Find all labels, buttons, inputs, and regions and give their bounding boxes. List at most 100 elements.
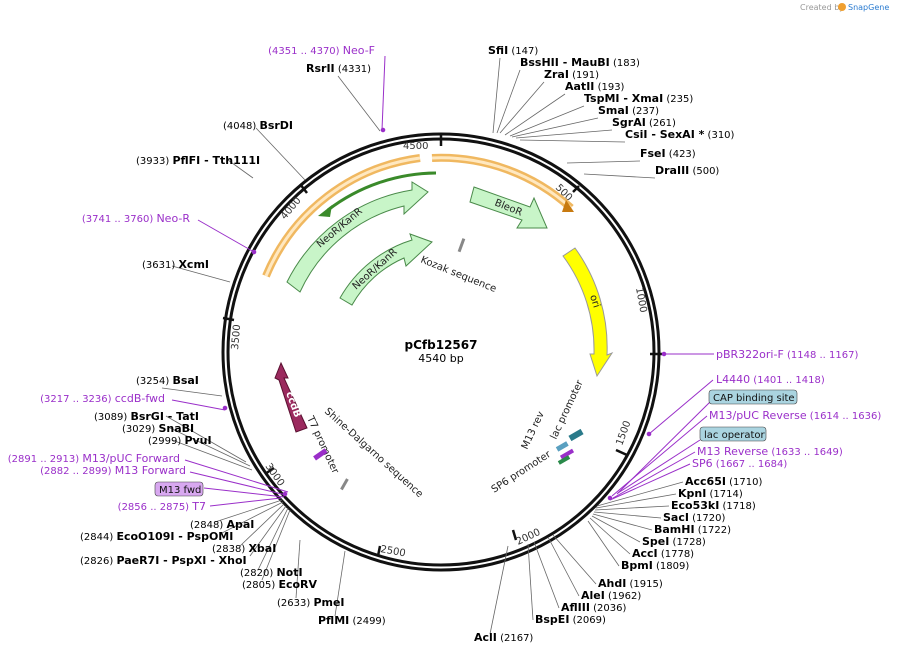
site-acli[interactable]: AclI (2167) xyxy=(474,631,533,644)
neor-outer-feature[interactable] xyxy=(286,181,429,293)
primer-site-mark xyxy=(222,405,228,411)
site-kpni[interactable]: KpnI (1714) xyxy=(678,487,743,500)
site-bpmi[interactable]: BpmI (1809) xyxy=(621,559,689,572)
site-position: (1710) xyxy=(726,477,763,488)
site-alias: - PspOMI xyxy=(174,530,233,543)
site-rsrii[interactable]: RsrII (4331) xyxy=(306,62,371,75)
primer-label: M13 Reverse (1633 .. 1649) xyxy=(697,445,843,458)
primer-m13-forward[interactable]: (2882 .. 2899) M13 Forward xyxy=(40,464,186,477)
site-position: (1915) xyxy=(626,579,663,590)
site-pflmi[interactable]: PflMI (2499) xyxy=(318,614,386,627)
primer-label: (2891 .. 2913) M13/pUC Forward xyxy=(8,452,180,465)
site-snabi[interactable]: (3029) SnaBI xyxy=(122,422,194,435)
leader-line xyxy=(257,507,289,571)
site-paer7i[interactable]: (2826) PaeR7I - PspXI - XhoI xyxy=(80,554,247,567)
site-spei[interactable]: SpeI (1728) xyxy=(642,535,706,548)
site-position: (3029) xyxy=(122,424,158,435)
site-name: AccI xyxy=(632,547,658,560)
site-name: Acc65I xyxy=(685,475,726,488)
primer-leader xyxy=(381,55,386,131)
primer-site-mark xyxy=(646,431,652,437)
site-position: (2069) xyxy=(569,615,606,626)
primer-m13-reverse[interactable]: M13 Reverse (1633 .. 1649) xyxy=(697,445,843,458)
site-pflfi[interactable]: (3933) PflFI - Tth111I xyxy=(136,154,260,167)
primer-ccdb-fwd[interactable]: (3217 .. 3236) ccdB-fwd xyxy=(40,392,165,405)
site-bsai[interactable]: (3254) BsaI xyxy=(136,374,199,387)
primer-lac-operator[interactable]: lac operator xyxy=(699,426,767,442)
site-pmei[interactable]: (2633) PmeI xyxy=(277,596,345,609)
primer-m13-puc-reverse[interactable]: M13/pUC Reverse (1614 .. 1636) xyxy=(709,409,881,422)
site-bspei[interactable]: BspEI (2069) xyxy=(535,613,606,626)
site-label: (3089) BsrGI - TatI xyxy=(94,410,199,423)
site-pvui[interactable]: (2999) PvuI xyxy=(148,434,212,447)
site-fsei[interactable]: FseI (423) xyxy=(640,147,696,160)
site-bsrdi[interactable]: (4048) BsrDI xyxy=(223,119,293,132)
primer-leader xyxy=(197,219,255,253)
primer-sp6[interactable]: SP6 (1667 .. 1684) xyxy=(692,457,787,470)
primer-name: M13/pUC Forward xyxy=(82,452,180,465)
site-aatii[interactable]: AatII (193) xyxy=(565,80,625,93)
site-name: RsrII xyxy=(306,62,335,75)
site-position: (1714) xyxy=(706,489,743,500)
site-ecoo109i[interactable]: (2844) EcoO109I - PspOMI xyxy=(80,530,233,543)
site-label: (2805) EcoRV xyxy=(242,578,317,591)
primer-l4440[interactable]: L4440 (1401 .. 1418) xyxy=(716,373,825,386)
primer-t7[interactable]: (2856 .. 2875) T7 xyxy=(118,500,206,513)
site-noti[interactable]: (2820) NotI xyxy=(240,566,303,579)
primer-pbr322ori-f[interactable]: pBR322ori-F (1148 .. 1167) xyxy=(716,348,858,361)
site-csii[interactable]: CsiI - SexAI * (310) xyxy=(625,128,735,141)
site-position: (191) xyxy=(569,70,599,81)
site-acci[interactable]: AccI (1778) xyxy=(632,547,694,560)
site-bsrgi[interactable]: (3089) BsrGI - TatI xyxy=(94,410,199,423)
site-draiii[interactable]: DraIII (500) xyxy=(655,164,719,177)
site-ecorv[interactable]: (2805) EcoRV xyxy=(242,578,317,591)
site-position: (1809) xyxy=(653,561,690,572)
site-sfii[interactable]: SfiI (147) xyxy=(488,44,538,57)
primer-m13-puc-forward[interactable]: (2891 .. 2913) M13/pUC Forward xyxy=(8,452,180,465)
site-bsshii[interactable]: BssHII - MauBI (183) xyxy=(520,56,640,69)
site-zrai[interactable]: ZraI (191) xyxy=(544,68,599,81)
ccdb-feature[interactable] xyxy=(274,361,308,433)
site-name: SmaI xyxy=(598,104,629,117)
tick-marks xyxy=(222,134,662,557)
site-afliii[interactable]: AflIII (2036) xyxy=(561,601,626,614)
site-apai[interactable]: (2848) ApaI xyxy=(190,518,254,531)
site-label: TspMI - XmaI (235) xyxy=(584,92,693,105)
sp6-mark xyxy=(557,455,571,465)
site-tspmi[interactable]: TspMI - XmaI (235) xyxy=(584,92,693,105)
leader-line xyxy=(533,541,560,609)
feature-box-label: CAP binding site xyxy=(713,393,795,404)
brand-name: SnapGene xyxy=(848,3,889,12)
site-saci[interactable]: SacI (1720) xyxy=(663,511,725,524)
plasmid-name: pCfb12567 xyxy=(405,338,478,352)
site-xbai[interactable]: (2838) XbaI xyxy=(212,542,276,555)
site-sgrai[interactable]: SgrAI (261) xyxy=(612,116,676,129)
site-position: (2838) xyxy=(212,544,248,555)
site-alei[interactable]: AleI (1962) xyxy=(581,589,641,602)
leader-line xyxy=(594,505,670,511)
leader-line xyxy=(515,129,613,139)
site-label: ZraI (191) xyxy=(544,68,599,81)
primer-neo-f[interactable]: (4351 .. 4370) Neo-F xyxy=(268,44,375,57)
feature-box-label: M13 fwd xyxy=(159,485,201,496)
site-bamhi[interactable]: BamHI (1722) xyxy=(654,523,731,536)
neor-inner-label: NeoR/KanR xyxy=(351,247,400,293)
primer-range: (2882 .. 2899) xyxy=(40,466,115,477)
leader-line xyxy=(595,493,677,509)
bleor-feature[interactable] xyxy=(469,186,548,229)
primer-neo-r[interactable]: (3741 .. 3760) Neo-R xyxy=(82,212,191,225)
site-xcmi[interactable]: (3631) XcmI xyxy=(142,258,209,271)
site-acc65i[interactable]: Acc65I (1710) xyxy=(685,475,762,488)
site-ahdi[interactable]: AhdI (1915) xyxy=(598,577,663,590)
feature-box-label: lac operator xyxy=(704,430,765,441)
site-name: AhdI xyxy=(598,577,626,590)
leader-line xyxy=(593,511,662,519)
site-name: CsiI xyxy=(625,128,647,141)
site-eco53ki[interactable]: Eco53kI (1718) xyxy=(671,499,756,512)
primer-m13-fwd[interactable]: M13 fwd xyxy=(154,481,204,497)
ori-feature[interactable] xyxy=(562,247,614,378)
primer-cap-binding-site[interactable]: CAP binding site xyxy=(708,389,798,405)
site-smai[interactable]: SmaI (237) xyxy=(598,104,659,117)
site-label: (3254) BsaI xyxy=(136,374,199,387)
neor-inner-feature[interactable] xyxy=(339,233,433,306)
